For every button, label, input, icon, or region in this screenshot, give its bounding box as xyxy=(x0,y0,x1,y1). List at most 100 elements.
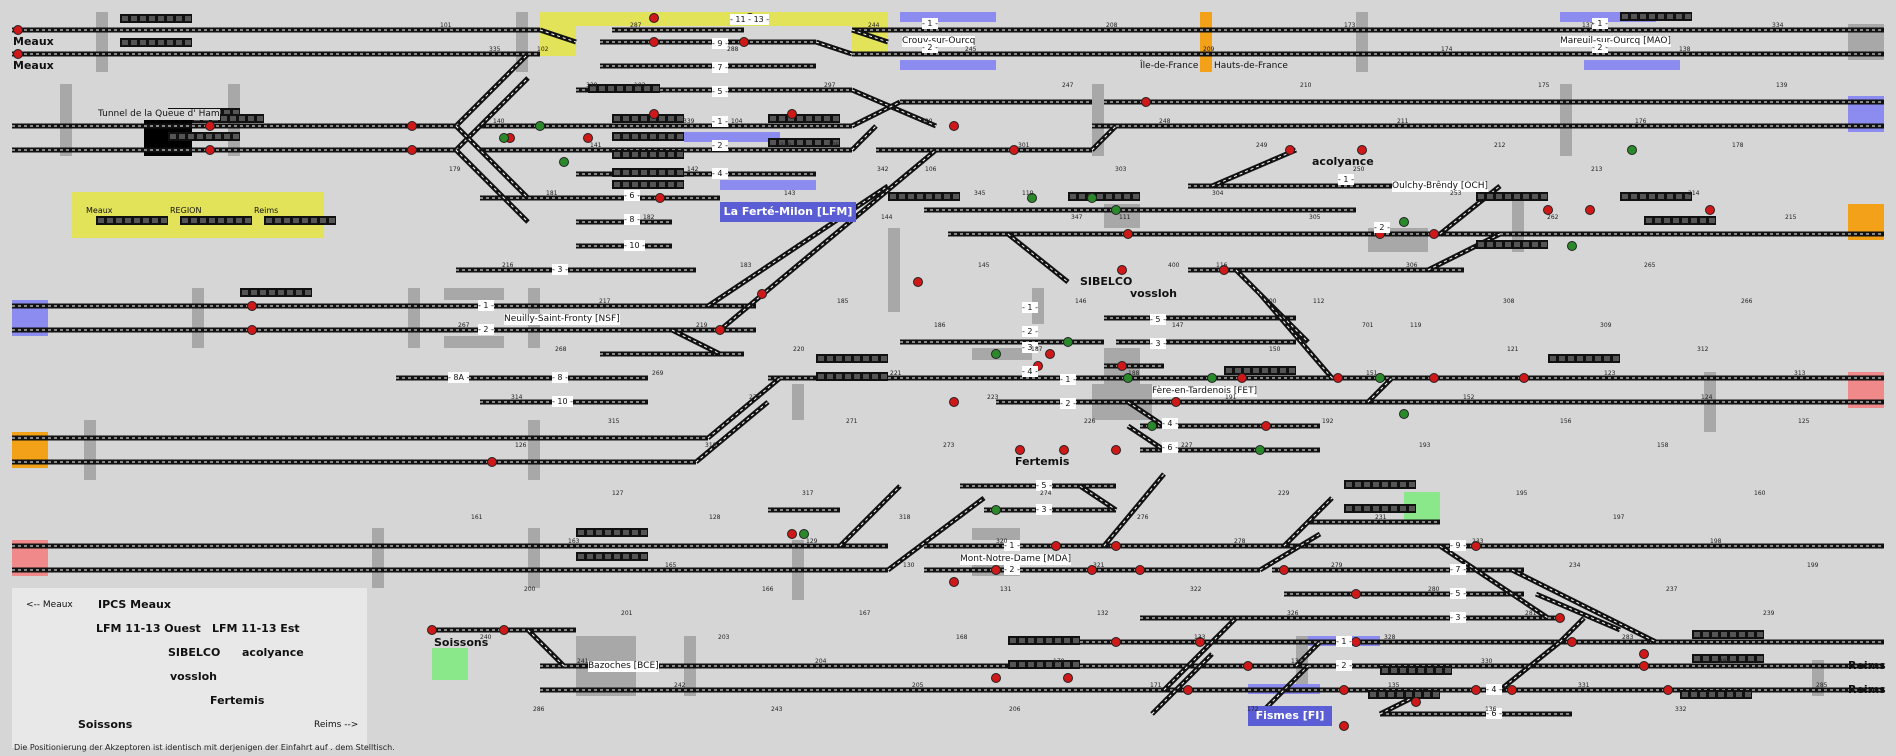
signal-light[interactable] xyxy=(1255,445,1265,455)
signal-light[interactable] xyxy=(799,529,809,539)
signal-light[interactable] xyxy=(1117,265,1127,275)
signal-light[interactable] xyxy=(1399,217,1409,227)
signal-light[interactable] xyxy=(1471,541,1481,551)
signal-light[interactable] xyxy=(1219,265,1229,275)
signal-light[interactable] xyxy=(499,625,509,635)
track-segment-center xyxy=(1127,401,1165,427)
signal-light[interactable] xyxy=(1195,637,1205,647)
signal-light[interactable] xyxy=(991,565,1001,575)
signal-light[interactable] xyxy=(1339,721,1349,731)
signal-light[interactable] xyxy=(1207,373,1217,383)
signal-light[interactable] xyxy=(913,277,923,287)
signal-light[interactable] xyxy=(1519,373,1529,383)
signal-light[interactable] xyxy=(427,625,437,635)
signal-light[interactable] xyxy=(1429,229,1439,239)
signal-light[interactable] xyxy=(1123,373,1133,383)
signal-box-cell xyxy=(185,16,191,21)
signal-light[interactable] xyxy=(1507,685,1517,695)
signal-light[interactable] xyxy=(1543,205,1553,215)
signal-light[interactable] xyxy=(1351,637,1361,647)
signal-light[interactable] xyxy=(1087,193,1097,203)
signal-light[interactable] xyxy=(1285,145,1295,155)
signal-light[interactable] xyxy=(1279,565,1289,575)
signal-light[interactable] xyxy=(787,109,797,119)
signal-light[interactable] xyxy=(247,325,257,335)
signal-box-cell xyxy=(917,194,923,199)
signal-light[interactable] xyxy=(1411,697,1421,707)
signal-light[interactable] xyxy=(739,37,749,47)
signal-light[interactable] xyxy=(1627,145,1637,155)
signal-light[interactable] xyxy=(991,349,1001,359)
signal-light[interactable] xyxy=(787,529,797,539)
signal-light[interactable] xyxy=(1567,241,1577,251)
signal-light[interactable] xyxy=(1399,409,1409,419)
signal-light[interactable] xyxy=(1639,649,1649,659)
signal-light[interactable] xyxy=(1351,589,1361,599)
signal-light[interactable] xyxy=(649,13,659,23)
signal-light[interactable] xyxy=(1111,541,1121,551)
signal-light[interactable] xyxy=(13,49,23,59)
signal-light[interactable] xyxy=(1243,661,1253,671)
station-lfm[interactable]: La Ferté-Milon [LFM] xyxy=(720,202,856,222)
signal-light[interactable] xyxy=(1183,685,1193,695)
signal-light[interactable] xyxy=(1111,637,1121,647)
signal-light[interactable] xyxy=(1375,373,1385,383)
signal-light[interactable] xyxy=(949,121,959,131)
signal-light[interactable] xyxy=(1027,193,1037,203)
signal-box-cell xyxy=(587,554,593,559)
signal-light[interactable] xyxy=(655,193,665,203)
signal-light[interactable] xyxy=(205,145,215,155)
signal-light[interactable] xyxy=(991,505,1001,515)
signal-light[interactable] xyxy=(1063,673,1073,683)
signal-light[interactable] xyxy=(649,37,659,47)
signal-light[interactable] xyxy=(1135,565,1145,575)
signal-light[interactable] xyxy=(1123,229,1133,239)
signal-light[interactable] xyxy=(1567,637,1577,647)
signal-light[interactable] xyxy=(1051,541,1061,551)
signal-light[interactable] xyxy=(247,301,257,311)
signal-light[interactable] xyxy=(559,157,569,167)
signal-light[interactable] xyxy=(1045,349,1055,359)
signal-light[interactable] xyxy=(1111,205,1121,215)
signal-light[interactable] xyxy=(1585,205,1595,215)
signal-number: 312 xyxy=(1697,346,1709,353)
signal-light[interactable] xyxy=(1009,145,1019,155)
signal-light[interactable] xyxy=(1705,205,1715,215)
signal-light[interactable] xyxy=(757,289,767,299)
signal-light[interactable] xyxy=(649,109,659,119)
signal-light[interactable] xyxy=(1015,445,1025,455)
signal-light[interactable] xyxy=(1111,445,1121,455)
signal-light[interactable] xyxy=(1117,361,1127,371)
signal-light[interactable] xyxy=(407,121,417,131)
signal-light[interactable] xyxy=(1471,685,1481,695)
signal-light[interactable] xyxy=(535,121,545,131)
signal-light[interactable] xyxy=(1339,685,1349,695)
signal-light[interactable] xyxy=(1237,373,1247,383)
signal-light[interactable] xyxy=(1261,421,1271,431)
signal-light[interactable] xyxy=(1171,397,1181,407)
signal-light[interactable] xyxy=(1059,445,1069,455)
signal-light[interactable] xyxy=(407,145,417,155)
signal-number: 274 xyxy=(1040,490,1052,497)
signal-light[interactable] xyxy=(1333,373,1343,383)
signal-light[interactable] xyxy=(13,25,23,35)
station-fismes[interactable]: Fismes [FI] xyxy=(1248,706,1332,726)
signal-light[interactable] xyxy=(1147,421,1157,431)
signal-light[interactable] xyxy=(205,121,215,131)
signal-light[interactable] xyxy=(487,457,497,467)
track-number-label: - 2 - xyxy=(922,42,938,53)
signal-light[interactable] xyxy=(1141,97,1151,107)
signal-light[interactable] xyxy=(949,397,959,407)
signal-light[interactable] xyxy=(583,133,593,143)
signal-light[interactable] xyxy=(499,133,509,143)
signal-light[interactable] xyxy=(991,673,1001,683)
signal-light[interactable] xyxy=(1063,337,1073,347)
signal-light[interactable] xyxy=(1087,565,1097,575)
signal-light[interactable] xyxy=(1663,685,1673,695)
signal-light[interactable] xyxy=(1429,373,1439,383)
signal-light[interactable] xyxy=(1639,661,1649,671)
signal-light[interactable] xyxy=(949,577,959,587)
signal-light[interactable] xyxy=(715,325,725,335)
signal-light[interactable] xyxy=(1555,613,1565,623)
signal-light[interactable] xyxy=(1357,145,1367,155)
